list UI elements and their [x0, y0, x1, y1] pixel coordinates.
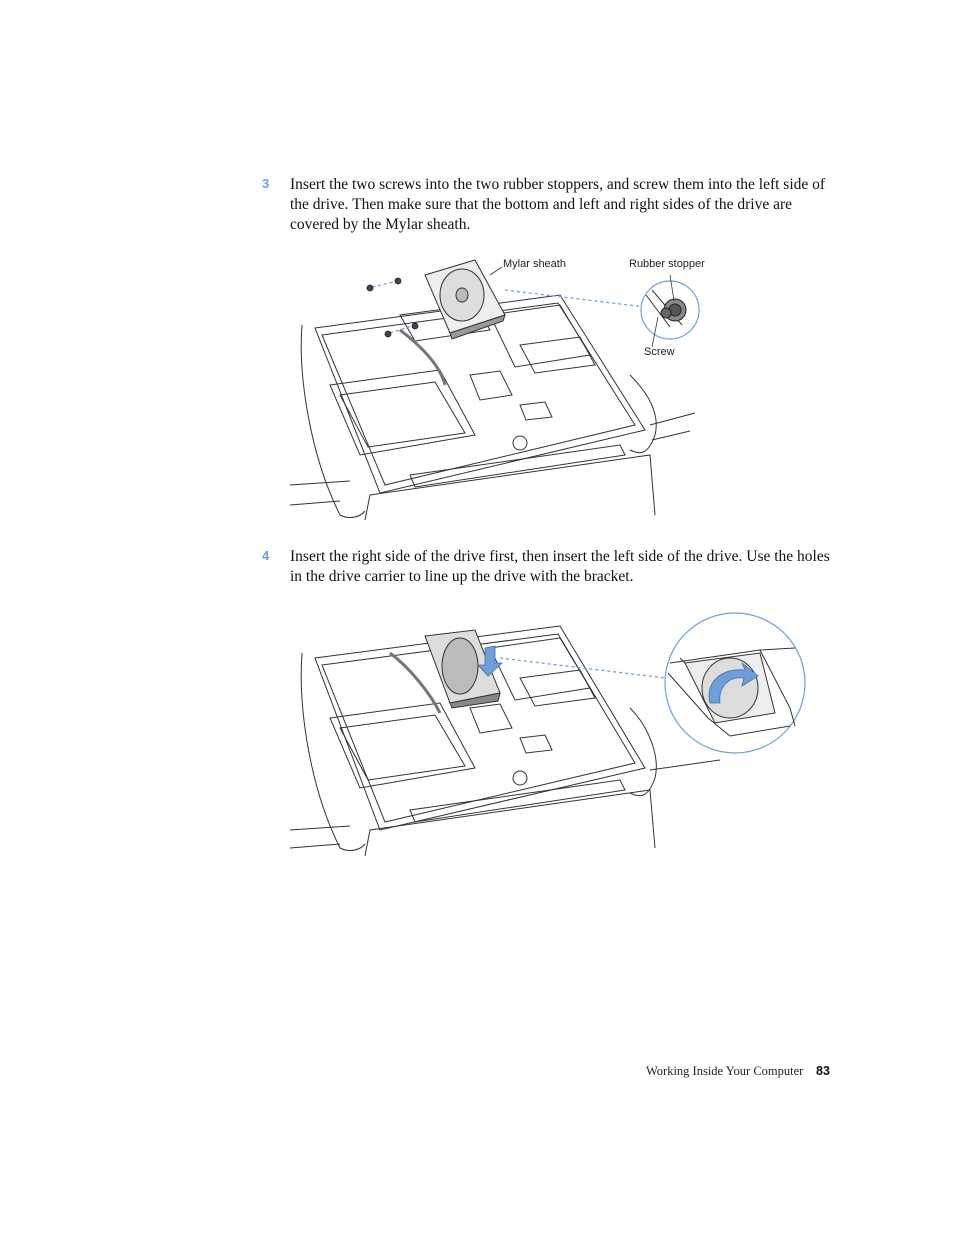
- step-text: Insert the two screws into the two rubbe…: [290, 176, 826, 233]
- figure-insert-drive: [289, 612, 806, 857]
- footer-section-title: Working Inside Your Computer: [646, 1064, 804, 1078]
- callout-screw: Screw: [644, 346, 675, 358]
- callout-rubber-stopper: Rubber stopper: [629, 258, 705, 270]
- step-number: 3: [262, 176, 270, 191]
- page-number: 83: [816, 1064, 830, 1078]
- callout-mylar-sheath: Mylar sheath: [503, 258, 566, 270]
- step-text: Insert the right side of the drive first…: [290, 548, 830, 585]
- step-number: 4: [262, 548, 270, 563]
- figure-install-screws: [289, 259, 700, 521]
